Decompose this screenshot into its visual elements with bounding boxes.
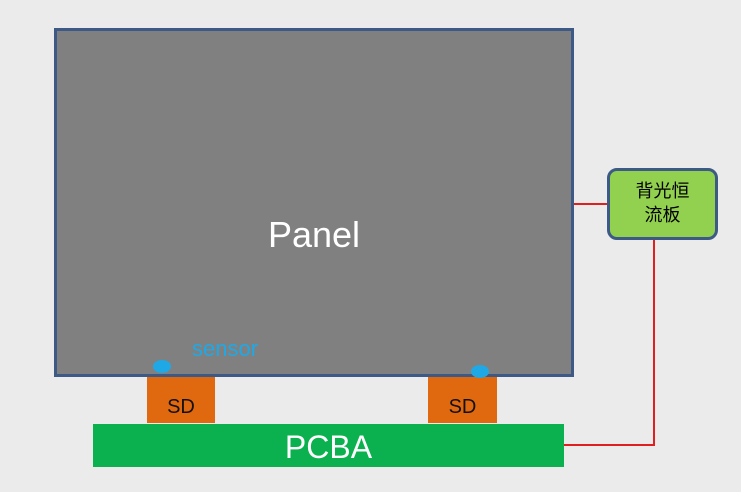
backlight-driver-box: 背光恒 流板	[607, 168, 718, 240]
sd-block-right: SD	[428, 377, 497, 423]
wire-to-pcba	[564, 444, 655, 446]
driver-label-line1: 背光恒	[635, 181, 690, 202]
wire-driver-down	[653, 240, 655, 446]
panel-label: Panel	[267, 214, 361, 255]
sensor-dot-left	[153, 360, 171, 373]
sensor-label: sensor	[192, 336, 259, 361]
sd-block-left: SD	[147, 377, 215, 423]
driver-label-line2: 流板	[644, 205, 681, 226]
panel-block: Panel	[54, 28, 574, 377]
pcba-block: PCBA	[93, 424, 564, 467]
wire-panel-to-driver	[574, 203, 607, 205]
sensor-dot-right	[471, 365, 489, 378]
